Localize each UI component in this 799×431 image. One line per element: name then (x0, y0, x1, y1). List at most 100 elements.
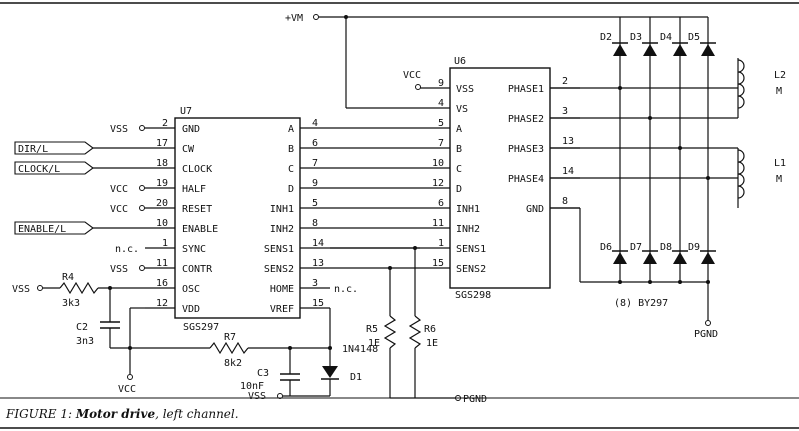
u7-pin-number: 12 (156, 298, 168, 309)
u6-pin-number: 2 (562, 76, 568, 87)
upper-diode (613, 44, 627, 56)
dir-signal-label: DIR/L (18, 144, 48, 155)
dir-signal-tag: DIR/L (14, 141, 145, 155)
r7-symbol (209, 341, 249, 355)
upper-diode-ref: D3 (630, 32, 642, 43)
clock-signal-label: CLOCK/L (18, 164, 60, 175)
l2-coil (737, 58, 745, 118)
u7-pin-net: n.c. (334, 284, 358, 295)
lower-diode (673, 252, 687, 264)
u6-pin-name: INH1 (456, 204, 480, 215)
c3-ref: C3 (257, 368, 269, 379)
lower-diode-ref: D8 (660, 242, 672, 253)
u7-pin-name: D (288, 184, 294, 195)
r6-symbol (408, 315, 422, 349)
u6-pin-name: A (456, 124, 462, 135)
upper-diode (673, 44, 687, 56)
lower-diode (643, 252, 657, 264)
u6-pin-name: D (456, 184, 462, 195)
diode-note: (8) BY297 (614, 298, 668, 309)
bus-wires (330, 127, 420, 269)
u7-pin-name: OSC (182, 284, 200, 295)
r4-value: 3k3 (62, 298, 80, 309)
u7-pin-name: SENS1 (264, 244, 294, 255)
sens-pgnd-label: PGND (463, 394, 487, 405)
u7-pin-number: 18 (156, 158, 168, 169)
u7-pin-number: 8 (312, 218, 318, 229)
u7-pin-name: C (288, 164, 294, 175)
u7-pin-number: 6 (312, 138, 318, 149)
c2-value: 3n3 (76, 336, 94, 347)
u7-contr-net: VSS (110, 264, 128, 275)
u7-sync-net: n.c. (115, 244, 139, 255)
c3-vss-label: VSS (248, 391, 266, 402)
u6-pin-number: 1 (438, 238, 444, 249)
r4-vss-net: VSS (12, 284, 30, 295)
l2-ref: L2 (774, 70, 786, 81)
r4-ref: R4 (62, 272, 74, 283)
u6-pin-name: PHASE4 (508, 174, 544, 185)
vm-label: +VM (285, 13, 303, 24)
u6-ref: U6 (454, 56, 466, 67)
u7-pin-name: ENABLE (182, 224, 218, 235)
u7-pin-number: 15 (312, 298, 324, 309)
r6-value: 1E (426, 338, 438, 349)
u6-pin-name: PHASE2 (508, 114, 544, 125)
u7-part: SGS297 (183, 322, 219, 333)
u7-pin-name: A (288, 124, 294, 135)
lower-diode-ref: D7 (630, 242, 642, 253)
u6-pin-number: 13 (562, 136, 574, 147)
u6-pin-number: 3 (562, 106, 568, 117)
u7-pin-number: 19 (156, 178, 168, 189)
u7-pin-number: 14 (312, 238, 324, 249)
upper-diode (643, 44, 657, 56)
u6-pin-number: 7 (438, 138, 444, 149)
u7-pin-name: VREF (270, 304, 294, 315)
lower-diode-ref: D6 (600, 242, 612, 253)
r5-value: 1E (368, 338, 380, 349)
u7-ref: U7 (180, 106, 192, 117)
upper-diode-ref: D2 (600, 32, 612, 43)
u7-pin-name: RESET (182, 204, 212, 215)
d1-ref: D1 (350, 372, 362, 383)
c2-ref: C2 (76, 322, 88, 333)
r5-symbol (383, 315, 397, 349)
u7-pin-number: 5 (312, 198, 318, 209)
u7-pin-name: INH1 (270, 204, 294, 215)
u6-pin-name: VSS (456, 84, 474, 95)
figure-caption: FIGURE 1: Motor drive, left channel. (5, 407, 239, 421)
upper-diode-ref: D5 (688, 32, 700, 43)
pgnd-label: PGND (694, 329, 718, 340)
d1-symbol (322, 366, 338, 378)
enable-signal-tag: ENABLE/L (14, 221, 145, 235)
u7-pin-name: B (288, 144, 294, 155)
u6-vcc-label: VCC (403, 70, 421, 81)
u7-pin-name: CW (182, 144, 195, 155)
u7-left-pins: 2GND17CW18CLOCK19HALF20RESET10ENABLE1SYN… (145, 118, 218, 315)
upper-diode-ref: D4 (660, 32, 672, 43)
u7-pin-name: HALF (182, 184, 206, 195)
u6-pin-name: SENS2 (456, 264, 486, 275)
c3-value: 10nF (240, 381, 264, 392)
u6-pin-name: SENS1 (456, 244, 486, 255)
u7-half-net: VCC (110, 184, 128, 195)
upper-diode-row: D2 D3 D4 D5 (600, 17, 716, 180)
u6-pin-name: GND (526, 204, 544, 215)
u7-pin-number: 16 (156, 278, 168, 289)
r7-value: 8k2 (224, 358, 242, 369)
u6-pin-number: 6 (438, 198, 444, 209)
u7-reset-net: VCC (110, 204, 128, 215)
caption-suffix: , left channel. (155, 407, 238, 421)
u7-pin-name: CLOCK (182, 164, 212, 175)
u7-pin-name: HOME (270, 284, 294, 295)
u7-pin-number: 9 (312, 178, 318, 189)
r7-ref: R7 (224, 332, 236, 343)
u7-pin-name: GND (182, 124, 200, 135)
u7-pin-number: 3 (312, 278, 318, 289)
u7-pin-number: 17 (156, 138, 168, 149)
caption-prefix: FIGURE 1: (5, 407, 76, 421)
u6-pin-number: 4 (438, 98, 444, 109)
